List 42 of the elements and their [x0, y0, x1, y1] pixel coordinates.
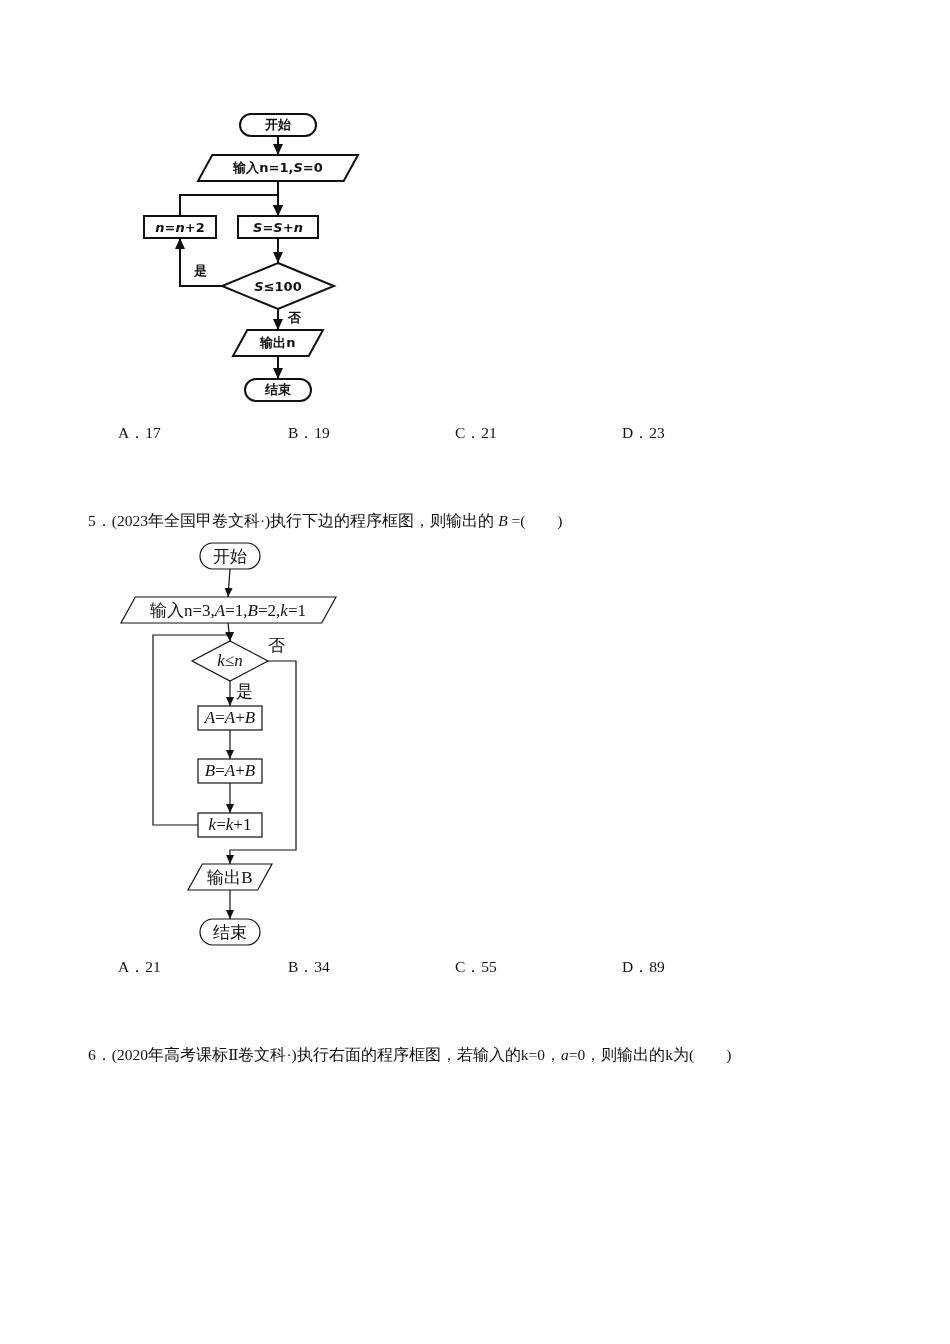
arrow: [226, 782, 234, 814]
decision-diamond: k≤n: [192, 641, 268, 681]
arrow: [152, 632, 234, 826]
answer-option: C．55: [455, 957, 497, 978]
edge-label: 否: [288, 311, 301, 324]
question-text: 5．(2023年全国甲卷文科·)执行下边的程序框图，则输出的 B =( ): [88, 511, 563, 531]
process-box: n=n+2: [144, 216, 216, 238]
answer-option: B．19: [288, 423, 330, 444]
arrow: [175, 237, 223, 287]
answer-option: A．17: [118, 423, 161, 444]
answer-option: B．34: [288, 957, 330, 978]
input-output-parallelogram: 输出B: [188, 864, 272, 890]
edge-label: 是: [236, 683, 253, 700]
edge-label: 是: [194, 264, 207, 277]
start-end-terminal: 结束: [200, 919, 260, 945]
arrow: [226, 660, 297, 865]
question-text: 6．(2020年高考课标Ⅱ卷文科·)执行右面的程序框图，若输入的k=0，a=0，则输出的k为( ): [88, 1045, 732, 1065]
answer-option: C．21: [455, 423, 497, 444]
answer-option: D．23: [622, 423, 665, 444]
answer-option: D．89: [622, 957, 665, 978]
process-box: k=k+1: [198, 813, 262, 837]
arrow: [226, 889, 234, 920]
arrow: [273, 135, 283, 156]
answer-option: A．21: [118, 957, 161, 978]
arrow: [273, 308, 283, 331]
start-end-terminal: 结束: [245, 379, 311, 401]
process-box: A=A+B: [198, 706, 262, 730]
edge-label: 否: [268, 637, 285, 654]
decision-diamond: S≤100: [222, 263, 334, 309]
process-box: B=A+B: [198, 759, 262, 783]
input-output-parallelogram: 输出n: [233, 330, 323, 356]
process-box: S=S+n: [238, 216, 318, 238]
arrow: [179, 194, 283, 217]
arrow: [224, 568, 233, 598]
start-end-terminal: 开始: [240, 114, 316, 136]
input-output-parallelogram: 输入n=1,S=0: [198, 155, 358, 181]
input-output-parallelogram: 输入n=3,A=1,B=2,k=1: [120, 597, 336, 623]
arrow: [226, 680, 234, 707]
arrow: [226, 729, 234, 760]
arrow: [273, 355, 283, 380]
start-end-terminal: 开始: [200, 543, 260, 569]
arrow: [273, 237, 283, 264]
